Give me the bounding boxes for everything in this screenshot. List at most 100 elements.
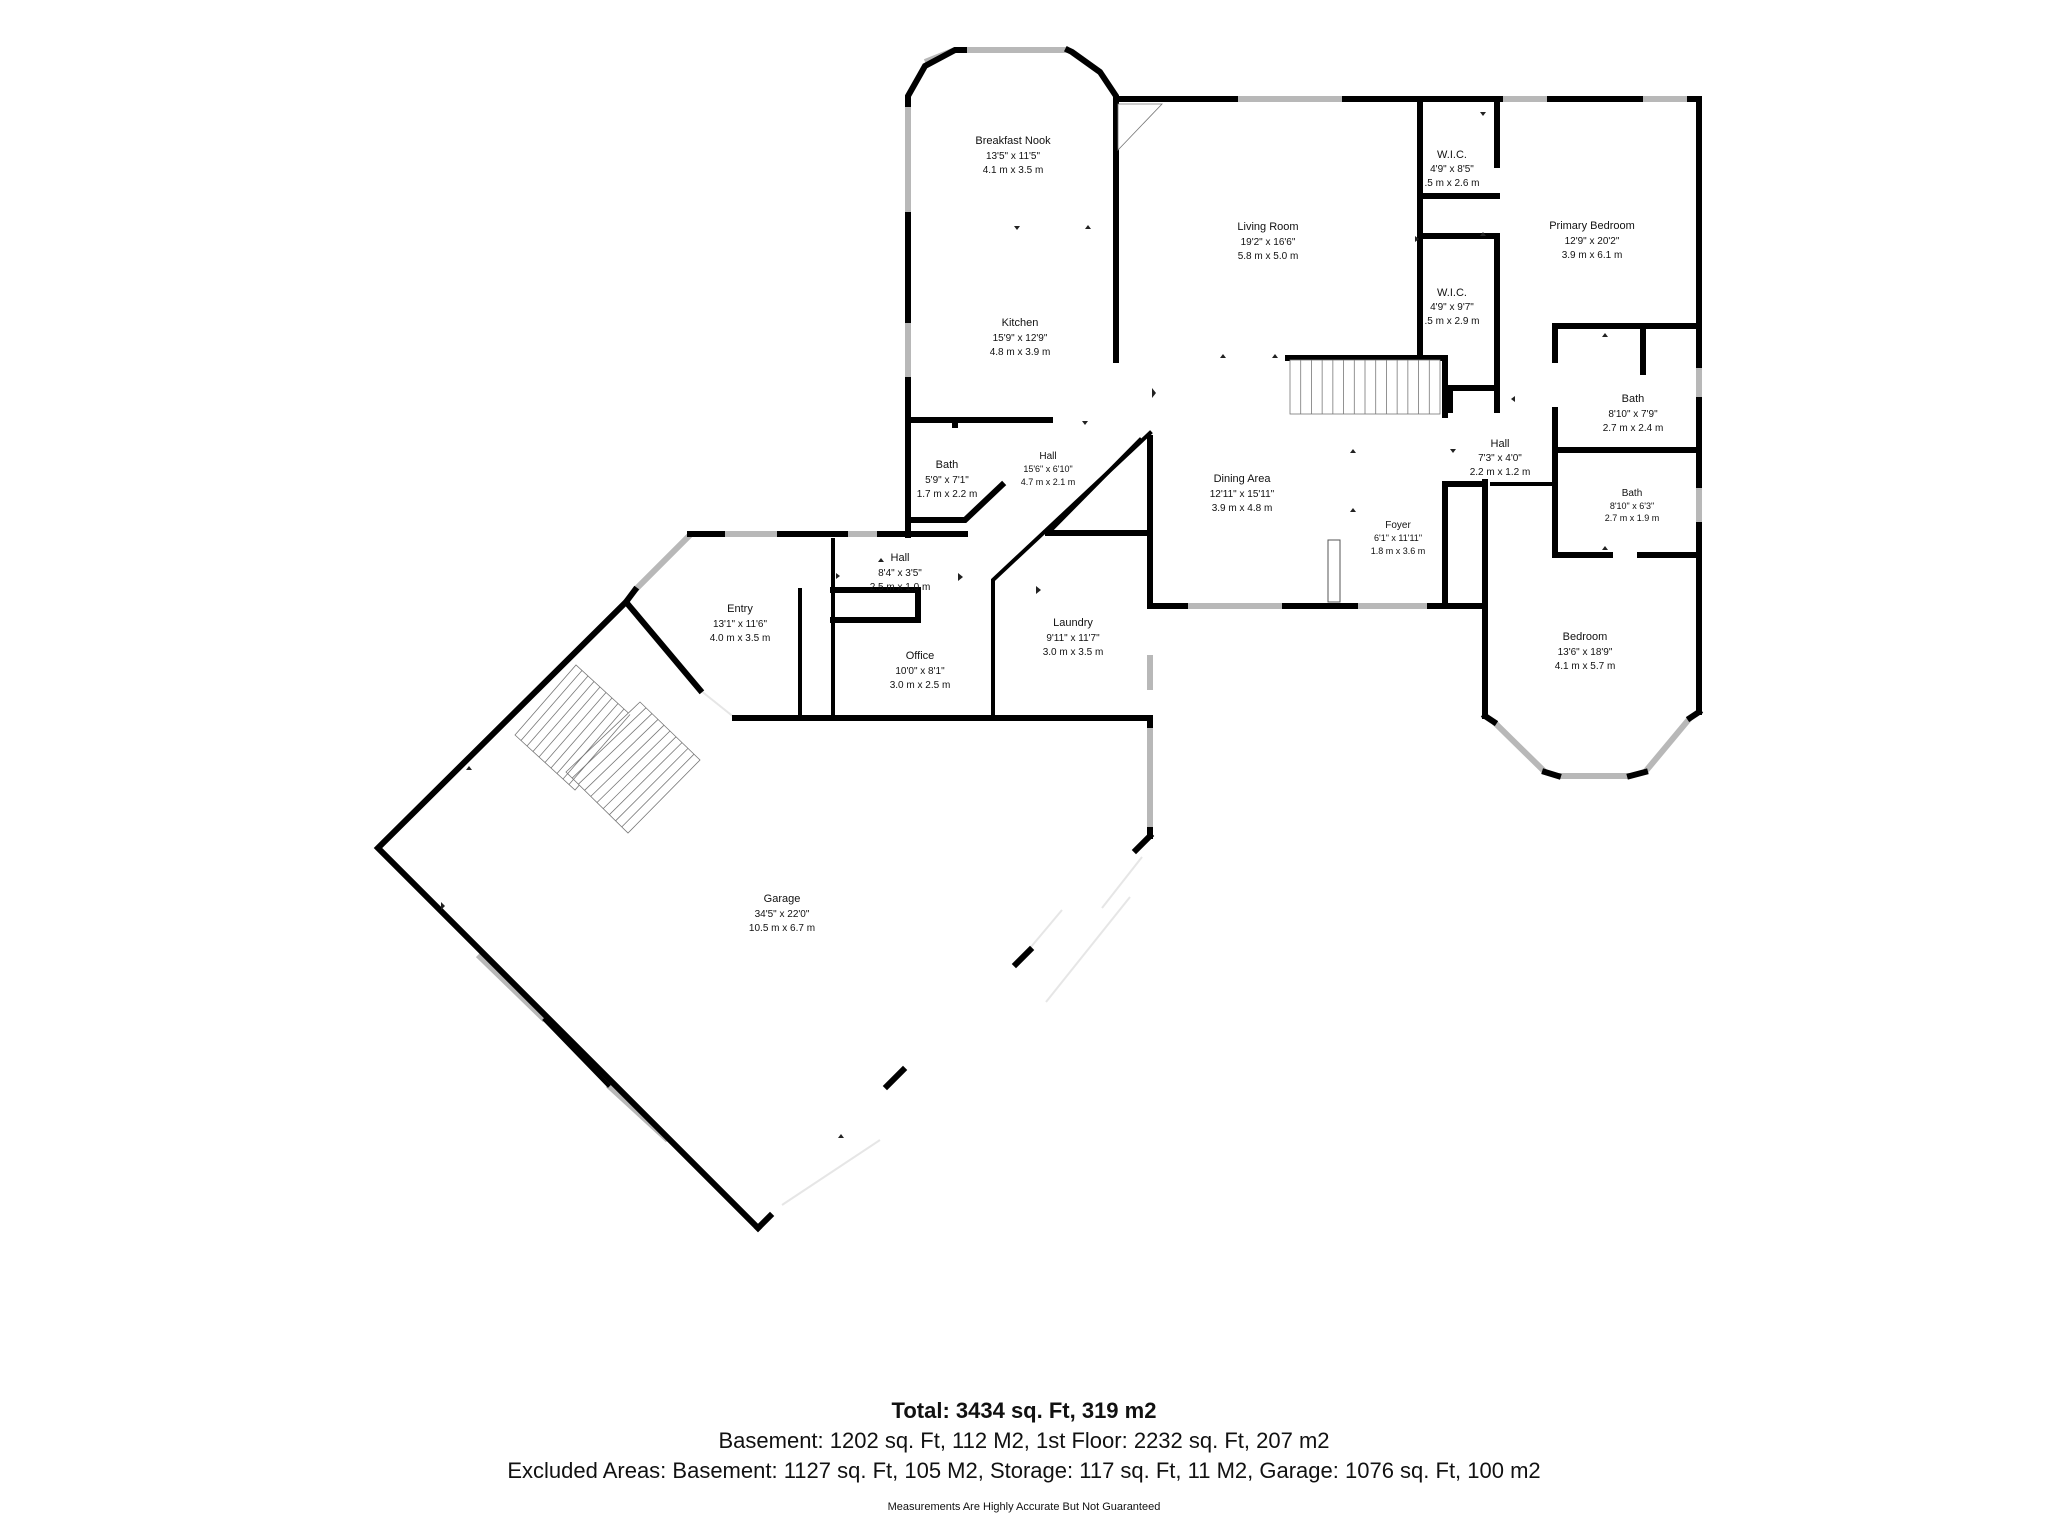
svg-text:W.I.C.: W.I.C. — [1437, 149, 1467, 161]
stair-tread — [590, 724, 665, 797]
excluded-areas: Excluded Areas: Basement: 1127 sq. Ft, 1… — [507, 1458, 1541, 1483]
room-dining-area: Dining Area 12'11" x 15'11" 3.9 m x 4.8 … — [1210, 473, 1275, 514]
svg-text:W.I.C.: W.I.C. — [1437, 287, 1467, 299]
foyer-column — [1327, 539, 1341, 603]
svg-text:Hall: Hall — [891, 552, 910, 564]
svg-text:15'6" x 6'10": 15'6" x 6'10" — [1023, 464, 1072, 474]
stairs-main — [1289, 359, 1441, 415]
room-bath-upper: Bath 8'10" x 7'9" 2.7 m x 2.4 m — [1603, 393, 1664, 434]
svg-text:19'2" x 16'6": 19'2" x 16'6" — [1241, 237, 1296, 248]
stair-tread — [602, 736, 677, 809]
svg-text:Kitchen: Kitchen — [1002, 317, 1039, 329]
door-markers — [441, 112, 1608, 1138]
stair-tread — [578, 713, 653, 785]
svg-text:8'4" x 3'5": 8'4" x 3'5" — [878, 568, 922, 579]
stairs-nook-corner — [1117, 103, 1163, 151]
area-summary: Total: 3434 sq. Ft, 319 m2 Basement: 120… — [0, 1396, 2048, 1514]
svg-text:Entry: Entry — [727, 603, 753, 615]
svg-text:9'11" x 11'7": 9'11" x 11'7" — [1046, 633, 1100, 644]
svg-text:4.0 m x 3.5 m: 4.0 m x 3.5 m — [710, 633, 771, 644]
svg-text:13'6" x 18'9": 13'6" x 18'9" — [1558, 647, 1613, 658]
stair-tread — [520, 670, 583, 741]
stair-tread — [609, 742, 683, 815]
svg-text:1.8 m x 3.6 m: 1.8 m x 3.6 m — [1371, 546, 1426, 556]
svg-text:15'9" x 12'9": 15'9" x 12'9" — [993, 333, 1048, 344]
svg-text:.5 m x 2.9 m: .5 m x 2.9 m — [1424, 316, 1479, 327]
svg-text:Laundry: Laundry — [1053, 617, 1093, 629]
stair-tread — [538, 686, 601, 758]
svg-text:Office: Office — [906, 650, 935, 662]
svg-text:12'11" x 15'11": 12'11" x 15'11" — [1210, 489, 1275, 500]
svg-text:3.9 m x 4.8 m: 3.9 m x 4.8 m — [1212, 503, 1273, 514]
svg-text:12'9" x 20'2": 12'9" x 20'2" — [1565, 236, 1620, 247]
room-bath-lower: Bath 8'10" x 6'3" 2.7 m x 1.9 m — [1605, 488, 1660, 523]
room-hall-right: Hall 7'3" x 4'0" 2.2 m x 1.2 m — [1470, 438, 1531, 478]
room-wic-1: W.I.C. 4'9" x 8'5" .5 m x 2.6 m — [1424, 149, 1479, 189]
stair-tread — [571, 707, 647, 779]
disclaimer: Measurements Are Highly Accurate But Not… — [887, 1501, 1161, 1513]
stair-tread — [544, 692, 607, 763]
room-office: Office 10'0" x 8'1" 3.0 m x 2.5 m — [890, 650, 951, 691]
svg-text:1.7 m x 2.2 m: 1.7 m x 2.2 m — [917, 489, 978, 500]
room-hall-center: Hall 15'6" x 6'10" 4.7 m x 2.1 m — [1021, 451, 1076, 487]
svg-text:2.7 m x 1.9 m: 2.7 m x 1.9 m — [1605, 513, 1660, 523]
svg-text:4.8 m x 3.9 m: 4.8 m x 3.9 m — [990, 347, 1051, 358]
stair-tread — [562, 708, 625, 780]
svg-text:34'5" x 22'0": 34'5" x 22'0" — [755, 909, 810, 920]
svg-text:8'10" x 6'3": 8'10" x 6'3" — [1610, 501, 1654, 511]
room-wic-2: W.I.C. 4'9" x 9'7" .5 m x 2.9 m — [1424, 287, 1479, 327]
door-openings — [699, 689, 1143, 1206]
svg-text:4'9" x 9'7": 4'9" x 9'7" — [1430, 302, 1474, 313]
room-primary-bedroom: Primary Bedroom 12'9" x 20'2" 3.9 m x 6.… — [1549, 220, 1635, 261]
room-kitchen: Kitchen 15'9" x 12'9" 4.8 m x 3.9 m — [990, 317, 1051, 358]
svg-text:5.8 m x 5.0 m: 5.8 m x 5.0 m — [1238, 251, 1299, 262]
svg-text:10.5 m x 6.7 m: 10.5 m x 6.7 m — [749, 923, 815, 934]
stair-tread — [621, 753, 695, 828]
svg-text:Foyer: Foyer — [1385, 520, 1411, 531]
room-garage: Garage 34'5" x 22'0" 10.5 m x 6.7 m — [749, 893, 815, 934]
svg-text:Garage: Garage — [764, 893, 801, 905]
stairs-garage — [514, 664, 701, 834]
svg-text:8'10" x 7'9": 8'10" x 7'9" — [1608, 409, 1658, 420]
svg-text:10'0" x 8'1": 10'0" x 8'1" — [895, 666, 945, 677]
svg-text:Dining Area: Dining Area — [1214, 473, 1272, 485]
total-area: Total: 3434 sq. Ft, 319 m2 — [891, 1398, 1157, 1423]
svg-text:6'1" x 11'11": 6'1" x 11'11" — [1374, 533, 1422, 543]
svg-text:7'3" x 4'0": 7'3" x 4'0" — [1478, 453, 1522, 464]
svg-text:Hall: Hall — [1491, 438, 1510, 450]
svg-text:4.7 m x 2.1 m: 4.7 m x 2.1 m — [1021, 477, 1076, 487]
svg-text:Bath: Bath — [1622, 488, 1643, 499]
svg-text:3.9 m x 6.1 m: 3.9 m x 6.1 m — [1562, 250, 1623, 261]
svg-text:13'5" x 11'5": 13'5" x 11'5" — [986, 151, 1041, 162]
stair-tread — [526, 675, 589, 747]
svg-text:Hall: Hall — [1039, 451, 1056, 462]
svg-text:2.2 m x 1.2 m: 2.2 m x 1.2 m — [1470, 467, 1531, 478]
svg-text:Bath: Bath — [936, 459, 959, 471]
stair-tread — [584, 719, 659, 791]
svg-text:4.1 m x 5.7 m: 4.1 m x 5.7 m — [1555, 661, 1616, 672]
stair-tread — [556, 703, 619, 774]
walls — [373, 45, 1704, 1233]
svg-text:4'9" x 8'5": 4'9" x 8'5" — [1430, 164, 1474, 175]
room-entry: Entry 13'1" x 11'6" 4.0 m x 3.5 m — [710, 603, 771, 644]
room-hall-small: Hall 8'4" x 3'5" 2.5 m x 1.0 m — [870, 552, 931, 593]
stair-tread — [596, 730, 671, 803]
svg-text:Breakfast Nook: Breakfast Nook — [975, 135, 1051, 147]
svg-text:2.5 m x 1.0 m: 2.5 m x 1.0 m — [870, 582, 931, 593]
stair-tread — [615, 748, 689, 822]
room-foyer: Foyer 6'1" x 11'11" 1.8 m x 3.6 m — [1371, 520, 1426, 556]
room-bedroom: Bedroom 13'6" x 18'9" 4.1 m x 5.7 m — [1555, 631, 1616, 672]
svg-text:Bedroom: Bedroom — [1563, 631, 1608, 643]
stair-tread — [532, 681, 595, 752]
room-living-room: Living Room 19'2" x 16'6" 5.8 m x 5.0 m — [1237, 221, 1298, 262]
room-breakfast-nook: Breakfast Nook 13'5" x 11'5" 4.1 m x 3.5… — [975, 135, 1051, 176]
svg-text:4.1 m x 3.5 m: 4.1 m x 3.5 m — [983, 165, 1044, 176]
svg-text:5'9" x 7'1": 5'9" x 7'1" — [925, 475, 969, 486]
windows — [475, 47, 1702, 1143]
svg-text:2.7 m x 2.4 m: 2.7 m x 2.4 m — [1603, 423, 1664, 434]
svg-text:Primary Bedroom: Primary Bedroom — [1549, 220, 1635, 232]
svg-text:Living Room: Living Room — [1237, 221, 1298, 233]
stair-tread — [550, 697, 613, 769]
room-bath-left: Bath 5'9" x 7'1" 1.7 m x 2.2 m — [917, 459, 978, 500]
